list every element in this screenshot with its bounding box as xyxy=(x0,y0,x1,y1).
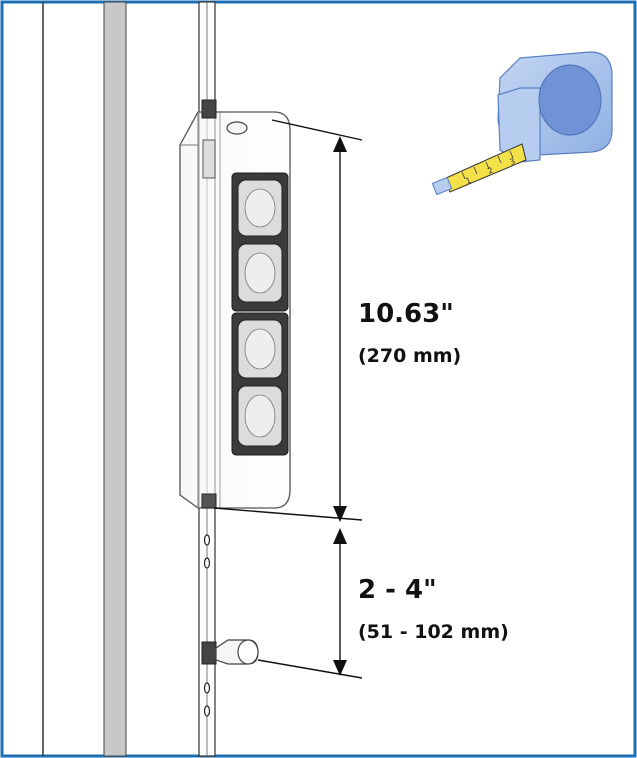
rail-hole xyxy=(203,682,211,694)
dimension-bottom-metric: (51 - 102 mm) xyxy=(358,621,509,643)
cable-gland-icon xyxy=(226,121,248,135)
dimension-arrows xyxy=(333,136,347,676)
arrow-up-icon xyxy=(333,136,347,152)
outlet-box xyxy=(179,99,291,509)
background-pole xyxy=(103,1,127,757)
tape-measure-icon: 1 2 3 xyxy=(431,51,613,196)
tape-mark: 2 xyxy=(486,166,494,176)
extension-line-top xyxy=(271,119,363,141)
tape-ticks xyxy=(461,150,514,180)
lower-rail-clamp xyxy=(201,639,259,665)
tape-hook xyxy=(431,176,453,196)
arrow-down-icon xyxy=(333,660,347,676)
rail-hole xyxy=(203,705,211,717)
dimension-top-metric: (270 mm) xyxy=(358,345,461,367)
arrow-up-icon xyxy=(333,528,347,544)
rail-holes xyxy=(203,534,211,717)
tape-mark: 3 xyxy=(508,157,516,167)
rail-hole xyxy=(203,557,211,569)
upper-clamp xyxy=(201,99,217,119)
dimension-lines xyxy=(213,119,363,679)
receptacle-faces xyxy=(244,188,276,438)
tape-mark: 1 xyxy=(464,176,472,186)
arrow-down-icon xyxy=(333,506,347,522)
extension-line-mid xyxy=(213,507,363,521)
lower-clamp xyxy=(201,493,217,509)
dimension-top-value: 10.63" xyxy=(358,299,454,329)
dimension-bottom-value: 2 - 4" xyxy=(358,575,437,605)
rail-hole xyxy=(203,534,211,546)
upper-clamp-plate xyxy=(202,139,216,179)
tape-reel xyxy=(538,64,602,136)
tape-body-front xyxy=(497,87,541,163)
extension-line-bottom xyxy=(257,659,363,679)
